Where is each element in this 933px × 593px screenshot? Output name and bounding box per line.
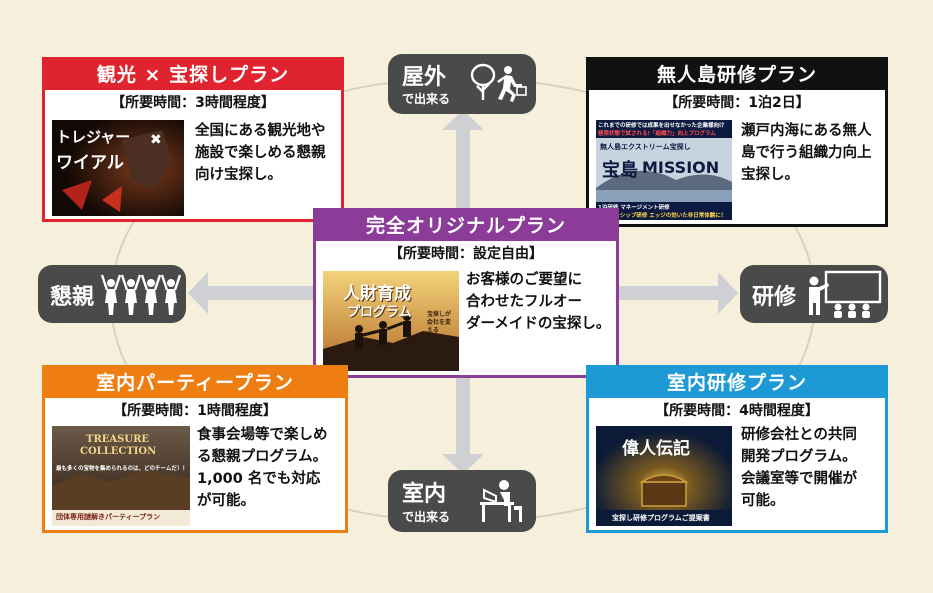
thumb-top2: 極限状態で試される!「組織力」向上プログラム xyxy=(598,131,716,137)
arrow-up-shaft xyxy=(456,128,470,208)
card-title: 観光 × 宝探しプラン xyxy=(45,60,341,90)
arrow-up-head xyxy=(442,110,484,130)
thumb-line1: 人財育成 xyxy=(343,284,411,304)
thumb-line1: トレジャー xyxy=(56,128,131,146)
thumb-top1: これまでの研修では成果を出せなかった企業様向け xyxy=(598,123,725,129)
thumb-sea-art xyxy=(596,138,732,202)
desc-line: 開発プログラム。 xyxy=(741,449,857,465)
arrow-right-shaft xyxy=(612,286,720,300)
thumb-art: ✖ xyxy=(52,120,184,216)
card-island-training-plan[interactable]: 無人島研修プラン 【所要時間：1泊2日】 これまでの研修では成果を出せなかった企… xyxy=(586,57,888,227)
desc-line: 会議室等で開催が xyxy=(741,471,857,487)
cheering-people-icon xyxy=(100,274,182,315)
arrow-left-head xyxy=(188,272,208,314)
thumb-main1: 宝島 xyxy=(602,160,638,181)
card-duration: 【所要時間：4時間程度】 xyxy=(655,403,819,419)
desc-line: 向け宝探し。 xyxy=(195,167,282,183)
thumb-top-band xyxy=(596,120,732,138)
card-duration: 【所要時間：1泊2日】 xyxy=(664,95,810,111)
hub-outdoor-label: 屋外 xyxy=(402,65,447,90)
desc-line: ダーメイドの宝探し。 xyxy=(466,316,611,332)
thumb-bottom-band xyxy=(596,202,732,220)
arrow-left-shaft xyxy=(205,286,315,300)
desc-line: 食事会場等で楽しめ xyxy=(197,427,328,443)
hub-training: 研修 xyxy=(740,265,888,323)
thumb-bottom1: 1泊研修 マネージメント研修 xyxy=(598,205,670,211)
arrows xyxy=(188,110,738,474)
hub-outdoor: 屋外 で出来る xyxy=(388,54,536,114)
thumb-mid: 無人島エクストリーム宝探し xyxy=(600,143,691,151)
desc-line: る懇親プログラム。 xyxy=(197,449,328,465)
thumb-main2: MISSION xyxy=(642,158,720,177)
card-original-plan[interactable]: 完全オリジナルプラン 【所要時間：設定自由】 人財育成 プログラム 宝探しが会社… xyxy=(313,208,619,378)
card-title: 無人島研修プラン xyxy=(589,60,885,90)
thumb-line1: TREASURE xyxy=(86,434,150,445)
thumb-great-biography: 偉人伝記 宝探し研修プログラムご提案書 xyxy=(596,426,732,526)
hub-indoor-sub: で出来る xyxy=(402,510,451,524)
thumb-treasure-survival: ✖ トレジャー ワイアル xyxy=(52,120,184,216)
desc-line: 研修会社との共同 xyxy=(741,427,857,443)
card-description: 研修会社との共同 開発プログラム。 会議室等で開催が 可能。 xyxy=(741,424,889,512)
thumb-treasure-island-mission: これまでの研修では成果を出せなかった企業様向け 極限状態で試される!「組織力」向… xyxy=(596,120,732,220)
card-duration: 【所要時間：1時間程度】 xyxy=(113,403,277,419)
desc-line: 可能。 xyxy=(741,493,785,509)
desc-line: が可能。 xyxy=(197,493,255,509)
hub-indoor: 室内 で出来る xyxy=(388,470,536,532)
thumb-line2: COLLECTION xyxy=(80,446,157,457)
thumb-art xyxy=(52,426,190,526)
arrow-right-head xyxy=(718,272,738,314)
hub-social-label: 懇親 xyxy=(50,285,95,310)
thumb-treasure-collection: TREASURE COLLECTION 最も多くの宝物を集められるのは、どのチー… xyxy=(52,426,190,526)
card-sightseeing-plan[interactable]: 観光 × 宝探しプラン 【所要時間：3時間程度】 ✖ トレジャー ワイアル 全国… xyxy=(42,57,344,222)
thumb-side: 宝探しが会社を変える xyxy=(427,311,452,334)
arrow-down-shaft xyxy=(456,378,470,456)
card-title: 室内研修プラン xyxy=(589,368,885,398)
svg-text:✖: ✖ xyxy=(150,132,162,148)
card-description: 瀬戸内海にある無人 島で行う組織力向上 宝探し。 xyxy=(741,120,889,186)
desc-line: 合わせたフルオー xyxy=(466,294,582,310)
thumb-art xyxy=(596,426,732,526)
arrow-down-head xyxy=(442,454,484,474)
desc-line: 瀬戸内海にある無人 xyxy=(741,123,872,139)
card-description: 食事会場等で楽しめ る懇親プログラム。 1,000 名でも対応 が可能。 xyxy=(197,424,349,512)
card-description: 全国にある観光地や 施設で楽しめる懇親 向け宝探し。 xyxy=(195,120,345,186)
desc-line: 施設で楽しめる懇親 xyxy=(195,145,326,161)
thumb-line1: 偉人伝記 xyxy=(622,439,690,459)
thumb-bottom2: リーダーシップ研修 エッジの効いた非日常体験に！ xyxy=(598,213,727,219)
desc-line: お客様のご要望に xyxy=(466,272,582,288)
desc-line: 全国にある観光地や xyxy=(195,123,326,139)
desc-line: 島で行う組織力向上 xyxy=(741,145,872,161)
thumb-line2: プログラム xyxy=(347,305,412,320)
hub-indoor-label: 室内 xyxy=(402,482,447,507)
desk-reader-icon xyxy=(480,480,522,522)
card-title: 完全オリジナルプラン xyxy=(316,211,616,241)
card-title: 室内パーティープラン xyxy=(45,368,345,398)
desc-line: 1,000 名でも対応 xyxy=(197,471,321,487)
hub-training-label: 研修 xyxy=(752,285,797,310)
hub-social: 懇親 xyxy=(38,265,186,323)
desc-line: 宝探し。 xyxy=(741,167,799,183)
thumb-band: 団体専用謎解きパーティープラン xyxy=(56,513,161,521)
thumb-line2: 宝探し研修プログラムご提案書 xyxy=(612,514,710,522)
card-indoor-party-plan[interactable]: 室内パーティープラン 【所要時間：1時間程度】 TREASURE COLLECT… xyxy=(42,365,348,533)
thumb-art xyxy=(323,271,459,371)
card-indoor-training-plan[interactable]: 室内研修プラン 【所要時間：4時間程度】 偉人伝記 宝探し研修プログラムご提案書… xyxy=(586,365,888,533)
hub-outdoor-sub: で出来る xyxy=(402,92,451,106)
card-duration: 【所要時間：設定自由】 xyxy=(389,246,543,262)
classroom-icon xyxy=(809,270,882,318)
thumb-hr-development: 人財育成 プログラム 宝探しが会社を変える xyxy=(323,271,459,371)
thumb-line2: ワイアル xyxy=(56,153,124,173)
tree-runner-icon xyxy=(470,63,527,102)
card-description: お客様のご要望に 合わせたフルオー ダーメイドの宝探し。 xyxy=(466,269,620,335)
thumb-line3: 最も多くの宝物を集められるのは、どのチームだ！！ xyxy=(56,466,188,472)
card-duration: 【所要時間：3時間程度】 xyxy=(111,95,275,111)
